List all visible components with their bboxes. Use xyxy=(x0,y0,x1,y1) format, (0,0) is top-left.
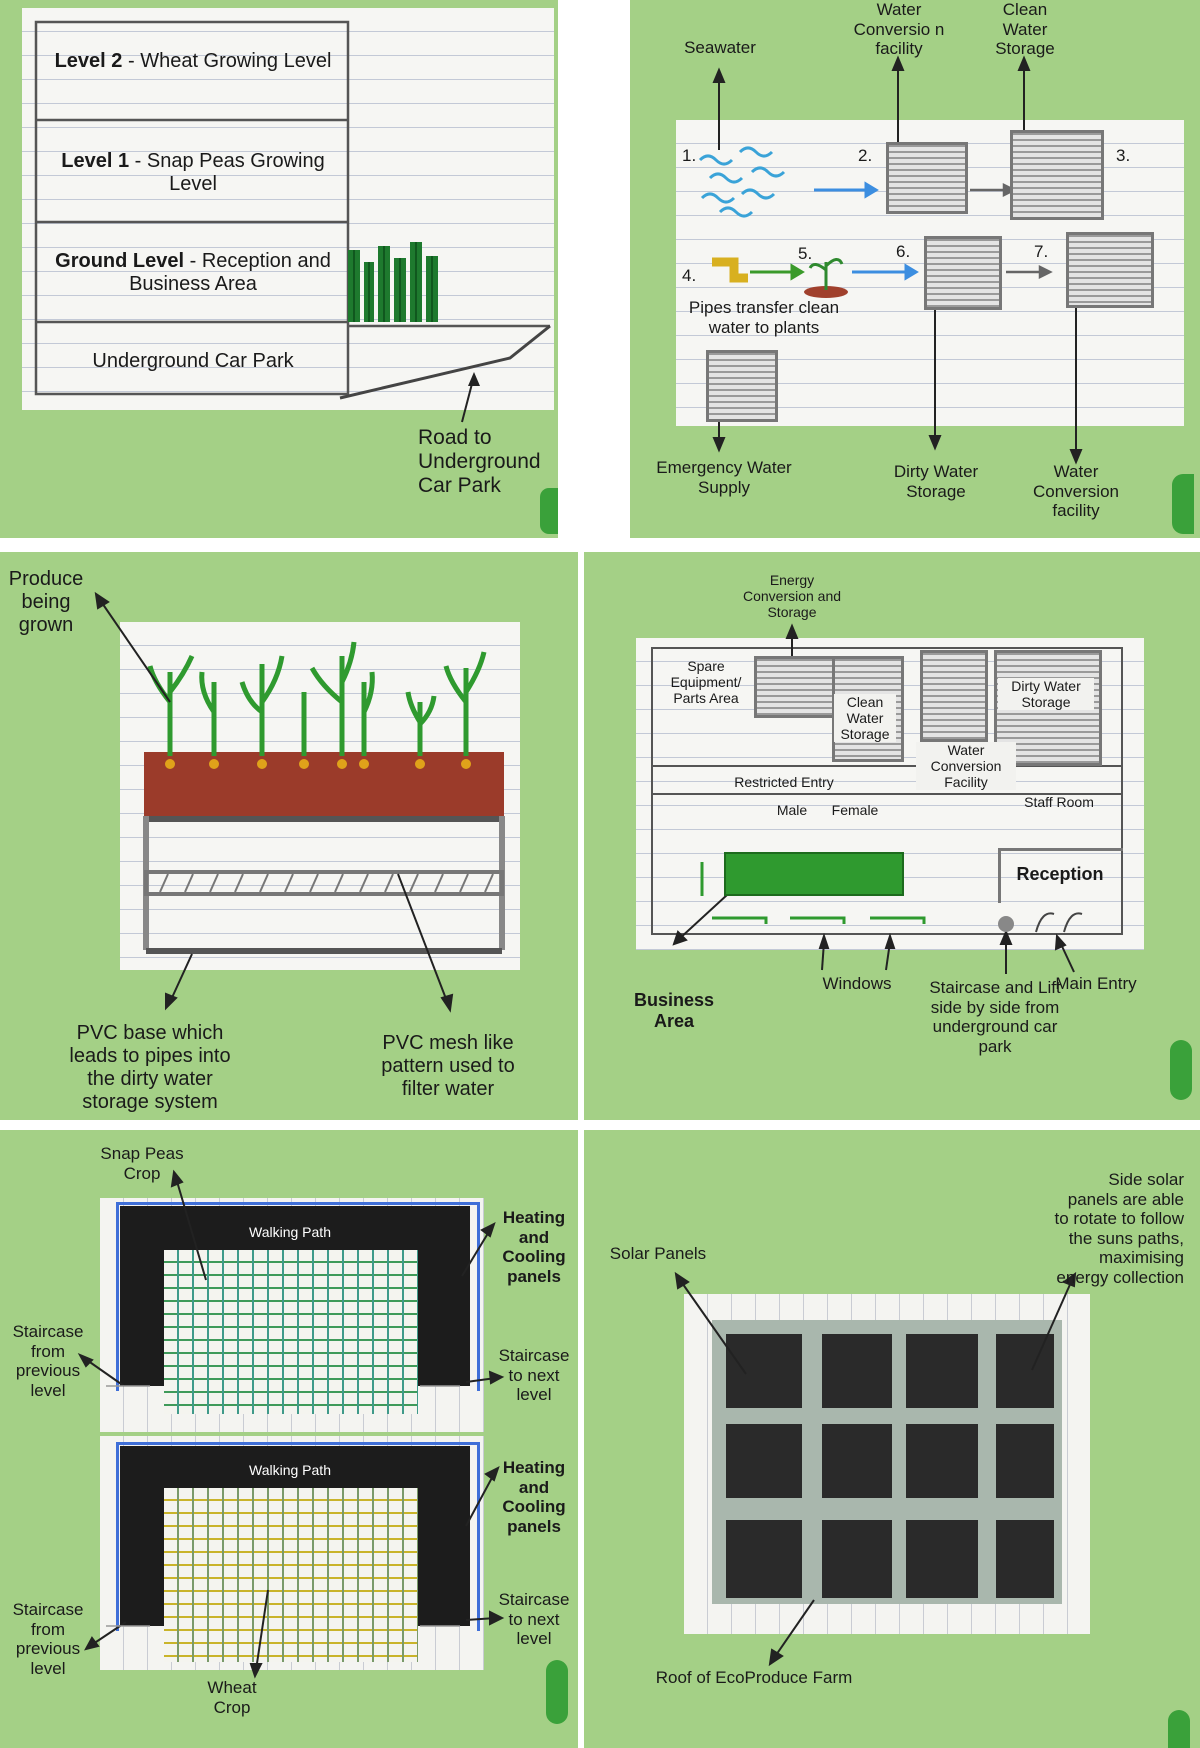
ground-bold: Ground Level xyxy=(55,250,184,272)
female-label: Female xyxy=(820,802,890,818)
snap-peas-label: Snap Peas Crop xyxy=(90,1144,194,1183)
seawater-label: Seawater xyxy=(670,38,770,58)
ground-level-label: Ground Level - Reception and Business Ar… xyxy=(50,250,336,296)
heating-top-label: Heating and Cooling panels xyxy=(494,1208,574,1286)
panel-building-levels: Level 2 - Wheat Growing Level Level 1 - … xyxy=(0,0,558,538)
emergency-water-tank xyxy=(706,350,778,422)
male-label: Male xyxy=(764,802,820,818)
road-label: Road to Underground Car Park xyxy=(418,426,558,498)
step-3: 3. xyxy=(1116,146,1130,166)
step-2: 2. xyxy=(858,146,872,166)
leaf-logo-icon xyxy=(1170,1040,1192,1100)
level1-bold: Level 1 xyxy=(61,150,129,172)
business-area-desk xyxy=(724,852,904,896)
level2-rest: - Wheat Growing Level xyxy=(122,50,331,72)
panel-ground-floor-plan: Energy Conversion and Storage Spare Equi… xyxy=(584,552,1200,1120)
level1-rest: - Snap Peas Growing Level xyxy=(129,150,325,195)
staircase-label: Staircase and Lift side by side from und… xyxy=(924,978,1066,1056)
reception-label: Reception xyxy=(1002,864,1118,885)
energy-label: Energy Conversion and Storage xyxy=(740,572,844,620)
water-conversion-tank xyxy=(886,142,968,214)
pipes-label: Pipes transfer clean water to plants xyxy=(676,298,852,337)
clean-storage-label: Clean Water Storage xyxy=(834,694,896,742)
step-1: 1. xyxy=(682,146,696,166)
water-conversion-tank-2 xyxy=(1066,232,1154,308)
emergency-label: Emergency Water Supply xyxy=(642,458,806,497)
solar-panels-label: Solar Panels xyxy=(598,1244,718,1264)
stair-next-top-label: Staircase to next level xyxy=(494,1346,574,1405)
spare-equipment-tank xyxy=(754,656,836,718)
level2-label: Level 2 - Wheat Growing Level xyxy=(50,50,336,73)
stair-prev-bottom-label: Staircase from previous level xyxy=(6,1600,90,1678)
underground-label: Underground Car Park xyxy=(50,350,336,373)
dirty-water-label: Dirty Water Storage xyxy=(880,462,992,501)
water-conversion-bottom-label: Water Conversion facility xyxy=(1020,462,1132,521)
level2-bold: Level 2 xyxy=(55,50,123,72)
staff-room-label: Staff Room xyxy=(1014,794,1104,810)
stair-next-bottom-label: Staircase to next level xyxy=(494,1590,574,1649)
step-4: 4. xyxy=(682,266,696,286)
leaf-logo-icon xyxy=(546,1660,568,1724)
wheat-crop-label: Wheat Crop xyxy=(190,1678,274,1717)
spare-label: Spare Equipment/ Parts Area xyxy=(660,658,752,706)
clean-water-tank xyxy=(1010,130,1104,220)
dirty-water-tank xyxy=(924,236,1002,310)
main-entry-label: Main Entry xyxy=(1046,974,1146,994)
pvc-mesh-label: PVC mesh like pattern used to filter wat… xyxy=(360,1032,536,1101)
dirty-storage-label: Dirty Water Storage xyxy=(998,678,1094,710)
clean-water-storage-label: Clean Water Storage xyxy=(980,0,1070,59)
windows-label: Windows xyxy=(802,974,912,994)
step-6: 6. xyxy=(896,242,910,262)
heating-bottom-label: Heating and Cooling panels xyxy=(494,1458,574,1536)
water-conv-label: Water Conversion Facility xyxy=(916,742,1016,790)
stair-prev-top-label: Staircase from previous level xyxy=(6,1322,90,1400)
leaf-logo-icon xyxy=(1172,474,1194,534)
roof-label: Roof of EcoProduce Farm xyxy=(654,1668,854,1688)
leaf-logo-icon xyxy=(540,488,558,534)
panel-roof-solar: Solar Panels Side solar panels are able … xyxy=(584,1130,1200,1748)
panel-plant-bed: Produce being grown PVC base which leads… xyxy=(0,552,578,1120)
side-solar-label: Side solar panels are able to rotate to … xyxy=(1054,1170,1184,1287)
business-area-label: Business Area xyxy=(624,990,724,1031)
step-5: 5. xyxy=(798,244,812,264)
pvc-base-label: PVC base which leads to pipes into the d… xyxy=(58,1022,242,1114)
step-7: 7. xyxy=(1034,242,1048,262)
water-conversion-top-label: Water Conversio n facility xyxy=(846,0,952,59)
water-conversion-tank xyxy=(920,650,988,742)
panel-water-system: Seawater Water Conversio n facility Clea… xyxy=(630,0,1200,538)
leaf-logo-icon xyxy=(1168,1710,1190,1748)
panel-growing-floors: Walking Path Walking Path Snap Peas Crop… xyxy=(0,1130,578,1748)
level1-label: Level 1 - Snap Peas Growing Level xyxy=(50,150,336,196)
restricted-label: Restricted Entry xyxy=(714,774,854,790)
produce-label: Produce being grown xyxy=(4,568,88,637)
floor-plan-lines xyxy=(584,552,1200,1120)
